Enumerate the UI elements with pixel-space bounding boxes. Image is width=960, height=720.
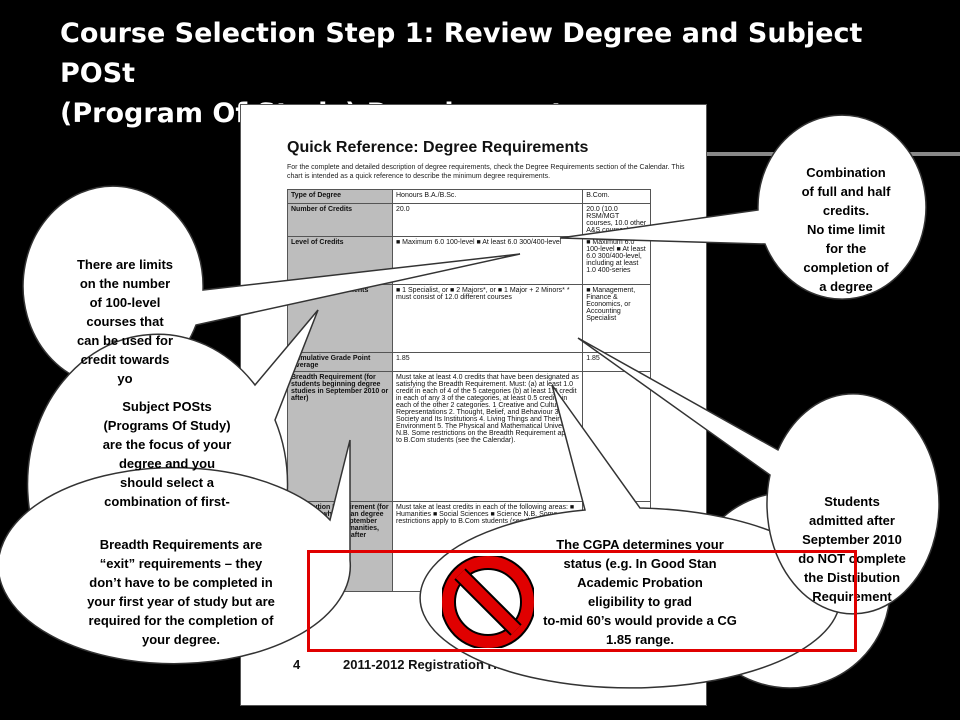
row-label: Number of Credits — [287, 203, 393, 237]
callout-line: 1.85 range. — [606, 632, 674, 647]
row-label: Breadth Requirement (for students beginn… — [287, 371, 393, 502]
callout-line: courses that — [86, 314, 164, 329]
callout-line: Requirement — [812, 589, 892, 604]
callout-line: The CGPA determines your — [556, 537, 724, 552]
callout-line: to-mid 60’s would provide a CG — [543, 613, 737, 628]
honours-cell: ■ 1 Specialist, or ■ 2 Majors*, or ■ 1 M… — [391, 284, 584, 353]
no-symbol-icon — [442, 556, 534, 648]
callout-line: Subject POSts — [122, 399, 212, 414]
row-label: Cumulative Grade Point Average — [287, 352, 393, 372]
callout-line: completion of — [803, 260, 889, 275]
callout-line: Breadth Requirements are — [99, 537, 263, 552]
level-limits-callout: There are limits on the number of 100-leve… — [50, 255, 200, 388]
page-number: 4 — [293, 657, 301, 672]
callout-line: admitted after — [809, 513, 895, 528]
callout-line: of full and half — [801, 184, 891, 199]
breadth-callout: Breadth Requirements are “exit” requireme… — [56, 535, 306, 649]
callout-line: (Programs Of Study) — [103, 418, 231, 433]
callout-line: required for the completion of — [88, 613, 274, 628]
callout-line: credits. — [822, 203, 870, 218]
callout-line: September 2010 — [802, 532, 902, 547]
breadth-bubble — [0, 439, 352, 665]
callout-line: status (e.g. In Good Stan — [563, 556, 717, 571]
callout-line: Academic Probation — [577, 575, 703, 590]
callout-line: degree and you — [118, 456, 216, 471]
callout-line: should select a — [120, 475, 214, 490]
callout-line: on the number — [79, 276, 171, 291]
table-row: Breadth Requirement (for students beginn… — [287, 371, 651, 502]
document-heading: Quick Reference: Degree Requirements — [287, 139, 589, 156]
distribution-bubble — [577, 337, 940, 615]
credits-type-bubble — [559, 114, 927, 300]
callout-line: for the — [825, 241, 867, 256]
callout-line: your degree. — [141, 632, 221, 647]
honours-cell: Must take at least 4.0 credits that have… — [391, 371, 584, 502]
bcom-cell: 20.0 (10.0 RSM/MGT courses, 10.0 other A… — [582, 203, 651, 237]
callout-line: a degree — [819, 279, 873, 294]
callout-line: No time limit — [806, 222, 885, 237]
callout-line: your first year of study but are — [87, 594, 275, 609]
callout-line: the Distribution — [803, 570, 901, 585]
callout-line: Students — [824, 494, 880, 509]
title-line-1: Course Selection Step 1: Review Degree a… — [60, 18, 863, 89]
document-intro: For the complete and detailed descriptio… — [287, 164, 685, 180]
callout-line: There are limits — [76, 257, 174, 272]
callout-line: “exit” requirements – they — [99, 556, 263, 571]
bcom-cell: ■ Management, Finance & Economics, or Ac… — [582, 284, 651, 353]
callout-line: of 100-level — [89, 295, 161, 310]
callout-line: yo — [117, 371, 133, 386]
highlight-box — [307, 550, 857, 652]
callout-line: are the focus of your — [102, 437, 232, 452]
credits-type-callout: Combination of full and half credits. No ti… — [786, 163, 906, 296]
bcom-cell: ■ Maximum 6.0 100-level ■ At least 6.0 3… — [582, 236, 651, 285]
cgpa-callout: The CGPA determines your status (e.g. In … — [510, 535, 770, 649]
callout-line: can be used for — [76, 333, 174, 348]
callout-line: Combination — [806, 165, 886, 180]
slide-title: Course Selection Step 1: Review Degree a… — [60, 14, 940, 134]
subject-posts-callout: Subject POSts (Programs Of Study) are the … — [62, 397, 272, 511]
callout-line: eligibility to grad — [587, 594, 692, 609]
callout-line: combination of first- — [104, 494, 230, 509]
callout-line: don’t have to be completed in — [89, 575, 273, 590]
callout-line: credit towards — [80, 352, 170, 367]
callout-line: do NOT complete — [798, 551, 906, 566]
